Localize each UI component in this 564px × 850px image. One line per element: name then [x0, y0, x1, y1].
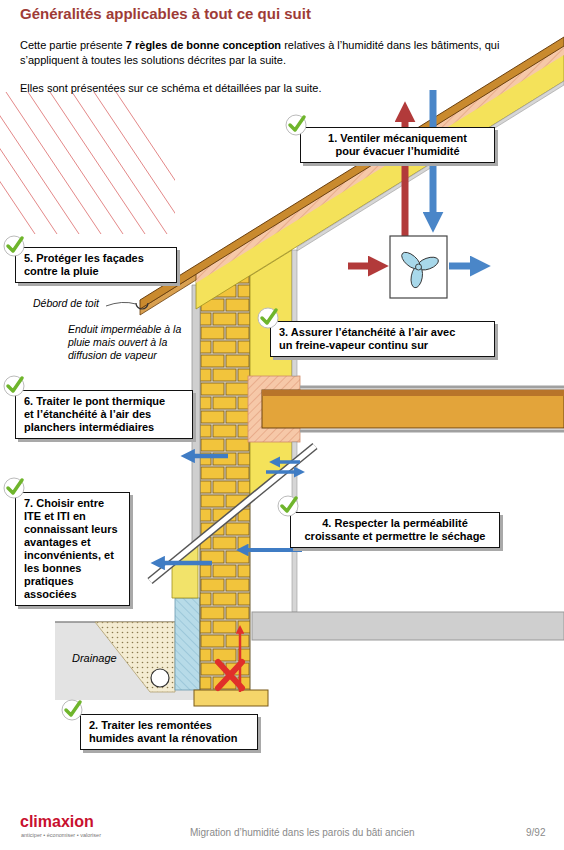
stop-cross: [218, 662, 242, 688]
plinth-render: [175, 598, 200, 690]
ground-slab: [252, 612, 564, 640]
fan-hub: [416, 264, 422, 270]
fan-blade: [416, 255, 440, 273]
interior-plaster: [292, 250, 297, 376]
exterior-render: [192, 285, 200, 545]
masonry-wall: [200, 270, 250, 700]
fan-symbol: [399, 249, 440, 288]
intro-line: Elles sont présentées sur ce schéma et d…: [20, 81, 550, 95]
drying-arrow: [192, 454, 228, 459]
roof-rafters: [196, 46, 564, 283]
callout-text: 2. Traiter les remontées humides avant l…: [89, 719, 242, 745]
callout-box: 2. Traiter les remontées humides avant l…: [80, 714, 258, 750]
page-number: 9/92: [526, 826, 545, 839]
drying-arrow: [162, 561, 212, 566]
rain-line: [0, 92, 79, 234]
vapour-arrow: [266, 470, 296, 474]
rain-line: [72, 92, 167, 234]
check-mark: [66, 702, 80, 715]
rising-damp-arrow: [239, 632, 242, 692]
check-circle: [62, 700, 82, 720]
footer-text: Migration d’humidité dans les parois du …: [190, 826, 415, 839]
check-icon: [62, 700, 82, 720]
extract-arrow: [348, 263, 372, 270]
callout-text: 7. Choisir entre ITE et ITI en connaissa…: [24, 497, 121, 601]
floor-board: [300, 386, 564, 389]
vapour-arrow: [246, 548, 302, 552]
wall-footing: [194, 690, 268, 706]
interior-insulation: [250, 250, 292, 378]
callout-text: 6. Traiter le pont thermique et l’étanch…: [24, 395, 170, 434]
interior-insulation: [250, 440, 292, 498]
intro-text: Cette partie présente: [20, 39, 123, 51]
callout-box: 6. Traiter le pont thermique et l’étanch…: [15, 390, 193, 439]
callout-box: 1. Ventiler mécaniquement pour évacuer l…: [300, 127, 495, 163]
fan-blade: [399, 249, 423, 272]
rain-line: [28, 92, 123, 234]
intro-emphasis: 7 règles de bonne conception: [126, 39, 281, 51]
callout-box: 3. Assurer l’étanchéité à l’air avec un …: [270, 321, 495, 357]
fan-blade: [409, 265, 424, 289]
logo-text: climaxion: [20, 811, 94, 832]
vapour-arrow: [278, 460, 300, 464]
roof-covering: [140, 37, 564, 309]
floor-beam: [262, 390, 564, 428]
logo-tagline: anticiper • économiser • valoriser: [21, 832, 101, 839]
ground: [55, 622, 200, 700]
page-title: Généralités applicables à tout ce qui su…: [20, 5, 311, 22]
rain-line: [0, 92, 35, 234]
check-mark: [282, 498, 296, 511]
exterior-insulation: [172, 540, 198, 598]
rain-line: [116, 92, 175, 234]
part-label: Drainage: [72, 651, 117, 665]
callout-box: 5. Protéger les façades contre la pluie: [15, 247, 177, 283]
part-note: Enduit imperméable à la pluie mais ouver…: [68, 323, 194, 362]
ground-line: [55, 621, 200, 623]
thermal-bridge-treatment: [248, 376, 300, 442]
callout-text: 4. Respecter la perméabilité croissante …: [300, 517, 490, 543]
leader-line: [106, 302, 136, 306]
intro-paragraph: Cette partie présente7 règles de bonne c…: [20, 38, 550, 68]
part-label: Débord de toit: [33, 296, 99, 310]
floor-beam-top: [262, 390, 564, 396]
vmc-unit: [390, 236, 447, 298]
callout-box: 4. Respecter la perméabilité croissante …: [290, 512, 500, 548]
rain-lines: [0, 92, 175, 234]
ceiling-board: [300, 430, 564, 433]
rain-line: [50, 92, 145, 234]
rain-line: [0, 92, 57, 234]
callout-text: 3. Assurer l’étanchéité à l’air avec un …: [279, 326, 464, 352]
rain-line: [6, 92, 101, 234]
callout-text: 5. Protéger les façades contre la pluie: [24, 252, 162, 278]
gutter: [136, 303, 148, 309]
callout-text: 1. Ventiler mécaniquement pour évacuer l…: [321, 132, 474, 158]
supply-arrow: [449, 263, 474, 270]
drain-pipe: [151, 669, 169, 687]
stop-cross: [218, 662, 242, 688]
rain-line: [94, 92, 175, 234]
ceiling-plaster: [297, 81, 564, 251]
callout-box: 7. Choisir entre ITE et ITI en connaissa…: [15, 492, 130, 606]
